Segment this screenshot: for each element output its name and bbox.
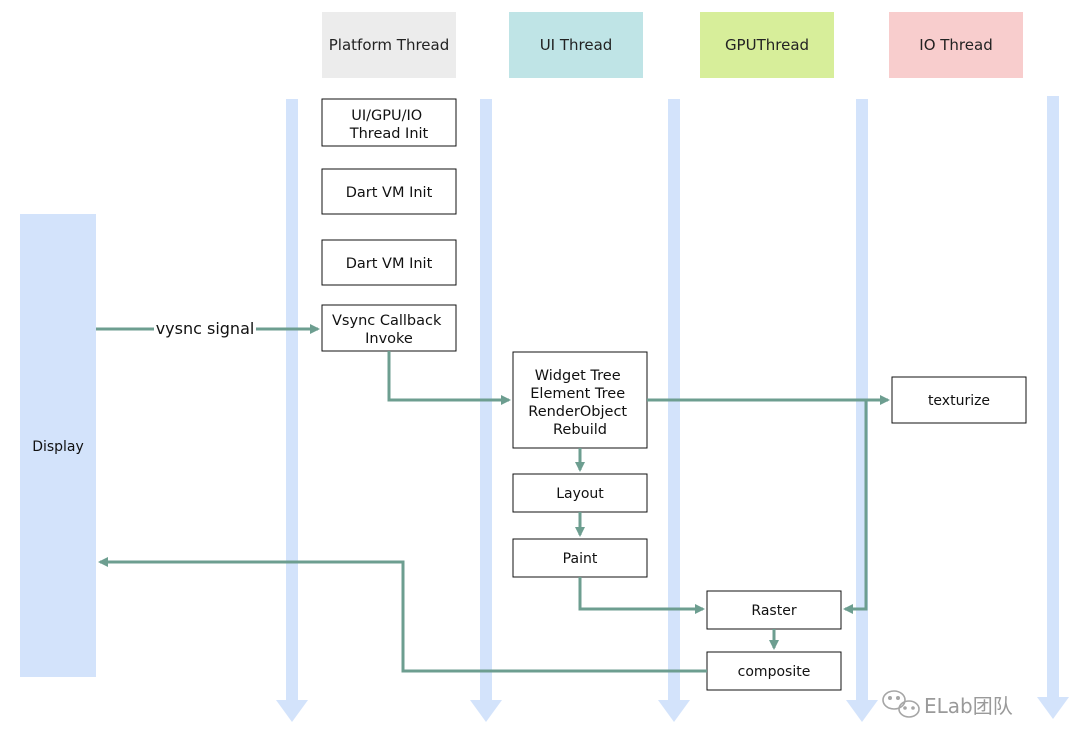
header-label: GPUThread [725,36,809,54]
display-label: Display [32,439,84,455]
box-line: composite [738,664,811,680]
box-line: Layout [556,486,604,502]
svg-text:UI/GPU/IO Thread Init: UI/GPU/IO Thread Init [349,108,429,142]
texturize-box: texturize [891,376,1027,424]
paint-to-raster-arrow [578,577,705,614]
lane-arrow-4 [846,99,878,722]
dart-vm-init-box-1: Dart VM Init [321,168,457,215]
header-bg [322,12,456,78]
display-block: Display [20,214,96,677]
wechat-icon [882,690,920,718]
composite-to-display-arrow [98,557,707,673]
box-line: Dart VM Init [346,256,433,272]
svg-text:Vsync Callback Invoke: Vsync Callback Invoke [332,313,446,347]
box-line: Element Tree [530,386,625,402]
rebuild-box: Widget Tree Element Tree RenderObject Re… [512,351,648,449]
lane-arrow-1 [276,99,308,722]
box-line: Invoke [365,331,413,347]
lane-arrow-3 [658,99,690,722]
header-label: Platform Thread [329,36,449,54]
lane-arrow-2 [470,99,502,722]
watermark: ELab团队 [882,690,1013,718]
composite-box: composite [706,651,842,691]
box-line: Paint [563,551,598,567]
signal-label: vysnc signal [156,319,255,338]
header-bg [889,12,1023,78]
thread-header-platform: Platform Thread [322,12,456,78]
header-label: UI Thread [540,36,613,54]
lane-arrow-5 [1037,96,1069,719]
texturize-to-raster-arrow [843,400,868,614]
box-line: texturize [928,393,990,409]
watermark-text: ELab团队 [924,694,1013,718]
thread-header-io: IO Thread [889,12,1023,78]
svg-text:Widget Tree Element Tree: Widget Tree Element Tree RenderObject Re… [528,368,631,438]
thread-header-ui: UI Thread [509,12,643,78]
header-bg [700,12,834,78]
header-label: IO Thread [919,36,992,54]
thread-init-box: UI/GPU/IO Thread Init [321,98,457,147]
header-bg [509,12,643,78]
paint-box: Paint [512,538,648,578]
signal-label-bg [154,318,256,340]
box-line: Thread Init [349,126,429,142]
box-line: RenderObject [528,404,627,420]
box-line: Rebuild [553,422,607,438]
dart-vm-init-box-2: Dart VM Init [321,239,457,286]
box-line: Raster [751,603,796,619]
box-line: Widget Tree [535,368,621,384]
box-line: UI/GPU/IO [351,108,422,124]
vsync-to-rebuild-arrow [387,351,511,405]
vsync-callback-box: Vsync Callback Invoke [321,304,457,352]
layout-box: Layout [512,473,648,513]
box-line: Vsync Callback [332,313,442,329]
thread-header-gpu: GPUThread [700,12,834,78]
raster-box: Raster [706,590,842,630]
box-line: Dart VM Init [346,185,433,201]
display-bg [20,214,96,677]
